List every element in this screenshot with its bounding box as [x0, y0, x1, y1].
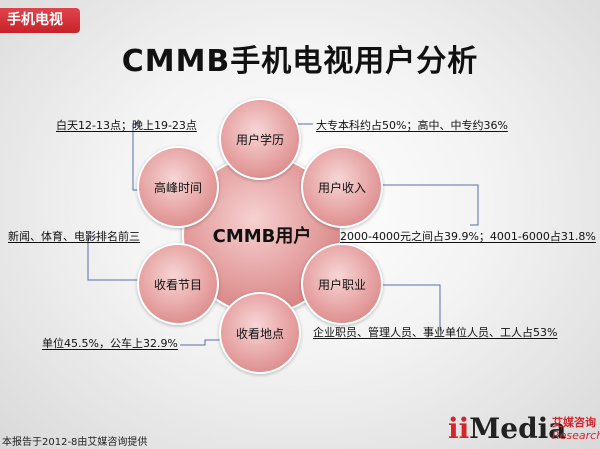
node-label: 用户学历 — [235, 132, 284, 147]
node-program: 收看节目 — [137, 243, 219, 325]
logo-english-name: Research — [552, 429, 600, 442]
node-label: 用户收入 — [317, 180, 366, 195]
note-location: 单位45.5%，公车上32.9% — [42, 337, 178, 350]
center-node-label: CMMB用户 — [212, 226, 312, 247]
section-tag: 手机电视 — [0, 8, 80, 33]
node-label: 收看地点 — [235, 326, 284, 341]
connector-program — [87, 236, 142, 281]
node-label: 收看节目 — [153, 277, 202, 292]
imedia-logo: iiMedia 艾媒咨询 Research — [448, 412, 600, 446]
source-note: 本报告于2012-8由艾媒咨询提供 — [2, 437, 148, 448]
node-location: 收看地点 — [219, 292, 301, 374]
logo-wordmark: iiMedia — [448, 412, 567, 445]
node-education: 用户学历 — [219, 98, 301, 180]
note-income: 2000-4000元之间占39.9%；4001-6000占31.8% — [340, 230, 596, 243]
node-label: 高峰时间 — [153, 180, 202, 195]
page-title: CMMB手机电视用户分析 — [121, 44, 479, 79]
node-income: 用户收入 — [301, 146, 383, 228]
logo-chinese-name: 艾媒咨询 — [552, 416, 596, 429]
connector-location — [180, 339, 222, 346]
note-program: 新闻、体育、电影排名前三 — [8, 230, 140, 243]
note-peak-time: 白天12-13点；晚上19-23点 — [56, 119, 197, 132]
connector-income — [374, 184, 479, 226]
node-peak-time: 高峰时间 — [137, 146, 219, 228]
connector-occupation — [374, 284, 442, 331]
node-label: 用户职业 — [317, 277, 366, 292]
node-occupation: 用户职业 — [301, 243, 383, 325]
note-occupation: 企业职员、管理人员、事业单位人员、工人占53% — [313, 326, 558, 339]
note-education: 大专本科约占50%；高中、中专约36% — [316, 119, 508, 132]
